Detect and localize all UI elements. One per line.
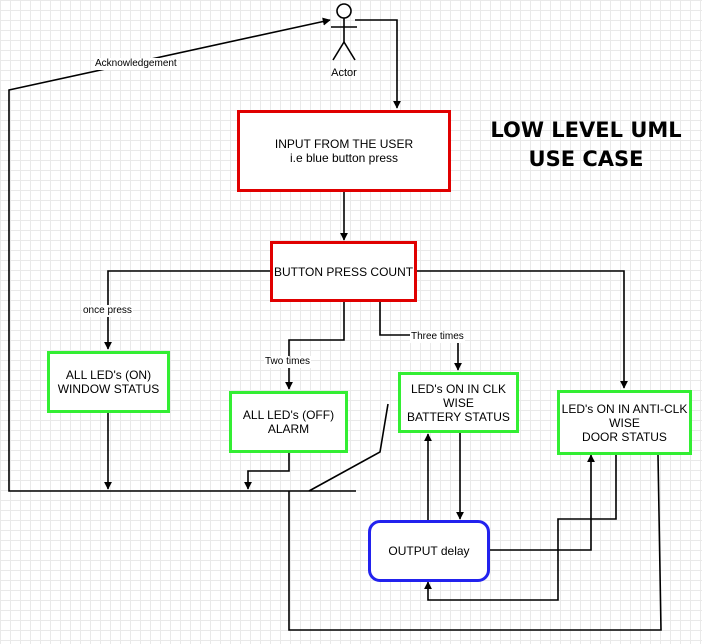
edge-label-three: Three times	[410, 331, 465, 343]
all-off-line-1: ALL LED's (OFF)	[242, 408, 335, 422]
output-delay-node: OUTPUT delay	[368, 520, 490, 582]
all-on-line-2: WINDOW STATUS	[57, 382, 160, 396]
input-node: INPUT FROM THE USER i.e blue button pres…	[237, 110, 451, 192]
edge-actor-to-input	[355, 19, 401, 109]
clk-node: LED's ON IN CLK WISE BATTERY STATUS	[398, 372, 519, 433]
count-node-line-1: BUTTON PRESS COUNT	[273, 264, 414, 279]
anticlk-line-1: LED's ON IN ANTI-CLK	[561, 401, 688, 416]
input-node-line-1: INPUT FROM THE USER	[274, 137, 414, 151]
edge-label-two: Two times	[264, 356, 312, 368]
edge-label-acknowledgement: Acknowledgement	[94, 58, 178, 70]
actor-label: Actor	[331, 67, 357, 79]
edge-anticlk-bottom-loop	[288, 454, 662, 631]
clk-line-3: BATTERY STATUS	[407, 409, 510, 424]
edge-count-to-all-on	[104, 270, 271, 350]
clk-line-2: WISE	[443, 395, 474, 410]
clk-line-1: LED's ON IN CLK	[411, 381, 506, 396]
all-on-line-1: ALL LED's (ON)	[65, 368, 152, 382]
edge-count-to-anticlk	[416, 270, 628, 389]
title-line-1: LOW LEVEL UML	[490, 118, 682, 142]
title-line-2: USE CASE	[528, 147, 644, 171]
actor-icon	[331, 3, 357, 61]
anticlk-line-3: DOOR STATUS	[582, 429, 667, 444]
anticlk-node: LED's ON IN ANTI-CLK WISE DOOR STATUS	[557, 390, 692, 455]
input-node-line-2: i.e blue button press	[289, 151, 399, 165]
edge-all-off-to-loop	[244, 453, 290, 490]
delay-line-1: OUTPUT delay	[388, 544, 470, 558]
button-press-count-node: BUTTON PRESS COUNT	[270, 241, 417, 302]
edge-acknowledgement	[8, 17, 356, 492]
all-off-node: ALL LED's (OFF) ALARM	[229, 391, 348, 453]
anticlk-line-2: WISE	[609, 415, 640, 430]
all-on-node: ALL LED's (ON) WINDOW STATUS	[47, 351, 170, 413]
edge-anticlk-to-delay	[424, 455, 617, 601]
diagram-title: LOW LEVEL UML USE CASE	[470, 116, 702, 174]
all-off-line-2: ALARM	[267, 422, 310, 436]
edge-clk-to-loop	[308, 403, 389, 492]
edge-label-once: once press	[82, 305, 133, 317]
edge-delay-to-anticlk	[490, 454, 595, 551]
edge-count-to-all-off	[285, 301, 345, 390]
